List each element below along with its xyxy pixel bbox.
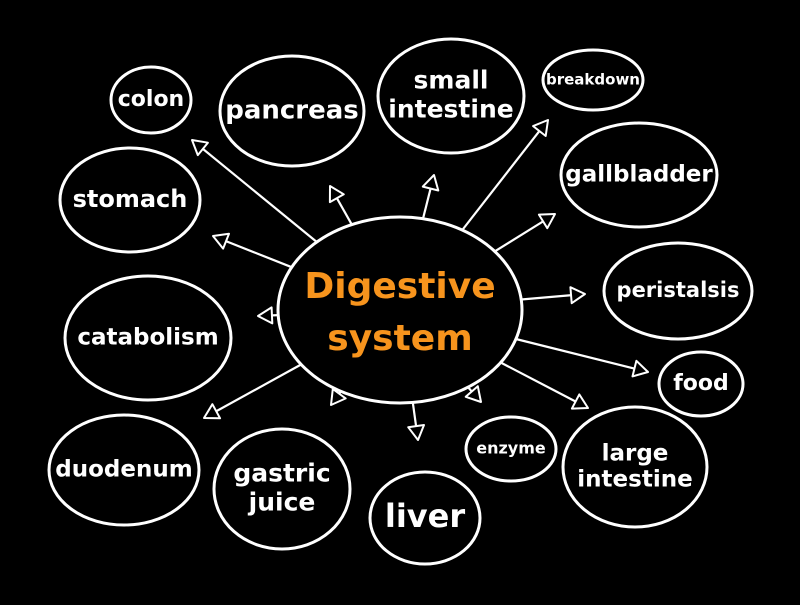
node-label-large-intestine-line2: intestine (577, 467, 692, 493)
node-pancreas: pancreas (218, 54, 366, 168)
node-liver: liver (368, 470, 482, 566)
node-catabolism: catabolism (63, 274, 233, 402)
node-label-gastric-juice-line1: gastric (233, 459, 330, 488)
node-enzyme: enzyme (464, 415, 558, 483)
node-label-small-intestine-line2: intestine (388, 94, 513, 123)
arrowhead-peristalsis (569, 286, 586, 305)
node-outline-duodenum (47, 413, 201, 527)
node-outline-peristalsis (602, 241, 754, 341)
node-label-stomach: stomach (73, 185, 188, 213)
node-label-gallbladder: gallbladder (565, 162, 713, 188)
node-outline-liver (368, 470, 482, 566)
connector-food (515, 337, 649, 374)
node-label-enzyme: enzyme (476, 439, 546, 458)
arrowhead-breakdown (532, 119, 549, 137)
arrowhead-food (631, 359, 649, 378)
node-outline-stomach (58, 146, 202, 254)
node-outline-pancreas (218, 54, 366, 168)
node-outline-gallbladder (559, 121, 719, 229)
center-node-outline (276, 215, 524, 405)
arrowhead-catabolism (257, 306, 274, 325)
connector-group (191, 119, 649, 441)
arrowhead-gastric-juice (330, 388, 347, 406)
arrowhead-large-intestine (570, 393, 589, 410)
node-gallbladder: gallbladder (559, 121, 719, 229)
node-stomach: stomach (58, 146, 202, 254)
connector-large-intestine (500, 361, 589, 409)
arrowhead-enzyme (464, 385, 482, 403)
connector-breakdown (461, 119, 549, 231)
connector-colon (191, 139, 318, 243)
node-outline-enzyme (464, 415, 558, 483)
arrowhead-colon (191, 139, 209, 157)
node-outline-colon (109, 65, 193, 135)
node-outline-large-intestine (561, 405, 709, 529)
node-outline-catabolism (63, 274, 233, 402)
center-label-line2: system (327, 318, 472, 359)
node-label-large-intestine-line1: large (602, 440, 669, 466)
node-label-gastric-juice-line2: juice (248, 487, 316, 516)
arrowhead-gallbladder (537, 213, 556, 230)
node-duodenum: duodenum (47, 413, 201, 527)
node-label-breakdown: breakdown (546, 71, 640, 89)
node-food: food (657, 350, 745, 418)
center-node: Digestive system (276, 215, 524, 405)
node-label-food: food (673, 371, 729, 396)
node-outline-gastric-juice (212, 427, 352, 551)
node-label-pancreas: pancreas (225, 96, 359, 126)
node-outline-breakdown (541, 48, 645, 112)
node-colon: colon (109, 65, 193, 135)
node-peristalsis: peristalsis (602, 241, 754, 341)
node-label-liver: liver (385, 497, 466, 535)
connector-duodenum (203, 363, 302, 419)
arrowhead-pancreas (328, 185, 345, 204)
arrowhead-stomach (212, 232, 230, 250)
node-breakdown: breakdown (541, 48, 645, 112)
node-outline-small-intestine (376, 37, 526, 155)
arrowhead-liver (407, 424, 425, 441)
node-label-small-intestine-line1: small (414, 66, 489, 95)
arrowhead-duodenum (203, 403, 222, 420)
node-outline-food (657, 350, 745, 418)
node-label-catabolism: catabolism (77, 325, 218, 351)
node-label-colon: colon (118, 87, 184, 112)
node-label-duodenum: duodenum (55, 457, 192, 483)
center-label-line1: Digestive (304, 266, 495, 307)
arrowhead-small-intestine (421, 174, 440, 192)
node-label-peristalsis: peristalsis (617, 278, 740, 302)
